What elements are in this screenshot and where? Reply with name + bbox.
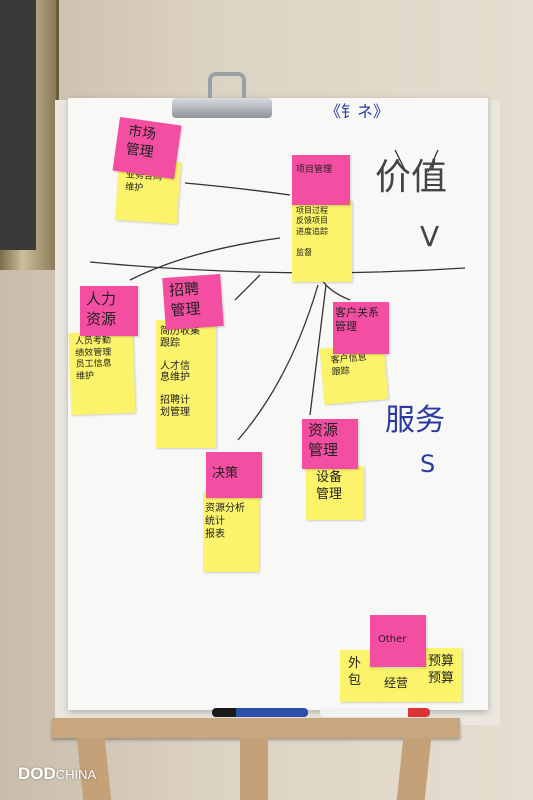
note-resource-header: 资源 管理 xyxy=(302,419,358,469)
note-resource-body: 设备 管理 xyxy=(306,466,364,520)
arrow-to-decision xyxy=(237,284,319,441)
top-annotation: 《钅ネ》 xyxy=(325,102,390,121)
arrow-to-customer xyxy=(321,279,351,301)
arrow-to-recruit xyxy=(234,274,261,301)
brand-logo: DODCHINA xyxy=(18,764,96,784)
arrow-market-to-project xyxy=(184,182,291,196)
logo-brand: DOD xyxy=(18,764,56,783)
value-v-stroke xyxy=(427,149,439,173)
note-recruit-header: 招聘 管理 xyxy=(162,274,224,330)
service-label: 服务 xyxy=(385,403,445,438)
arrow-to-resource xyxy=(309,284,327,416)
value-v-label: V xyxy=(420,220,440,253)
easel-leg-center xyxy=(240,738,268,800)
value-label: 价值 xyxy=(375,157,448,198)
marker-pen-blue xyxy=(212,708,308,717)
horizontal-divider-line xyxy=(89,261,466,274)
easel-tray xyxy=(52,718,460,738)
service-s-label: S xyxy=(420,450,436,478)
note-other-mid: 经营 xyxy=(382,668,420,702)
marker-pen-red xyxy=(320,708,430,717)
note-project-body: 项目过程 反馈项目 进度追踪 监督 xyxy=(292,200,352,282)
note-other-right: 预算 预算 xyxy=(420,648,462,702)
note-customer-header: 客户关系 管理 xyxy=(333,302,389,354)
note-hr-body: 人员考勤 绩效管理 员工信息 维护 xyxy=(68,330,136,416)
note-decision-header: 决策 xyxy=(206,452,262,498)
logo-suffix: CHINA xyxy=(55,767,97,782)
arrow-to-hr xyxy=(129,237,281,281)
note-decision-body: 资源分析 统计 报表 xyxy=(203,492,259,572)
note-project-header: 项目管理 xyxy=(292,155,350,205)
board-clip xyxy=(172,72,272,122)
note-recruit-body: 简历收集 跟踪 人才信 息维护 招聘计 划管理 xyxy=(156,320,216,448)
note-hr-header: 人力 资源 xyxy=(80,286,138,336)
note-other-header: Other xyxy=(370,615,426,667)
note-market-header: 市场 管理 xyxy=(112,116,182,180)
